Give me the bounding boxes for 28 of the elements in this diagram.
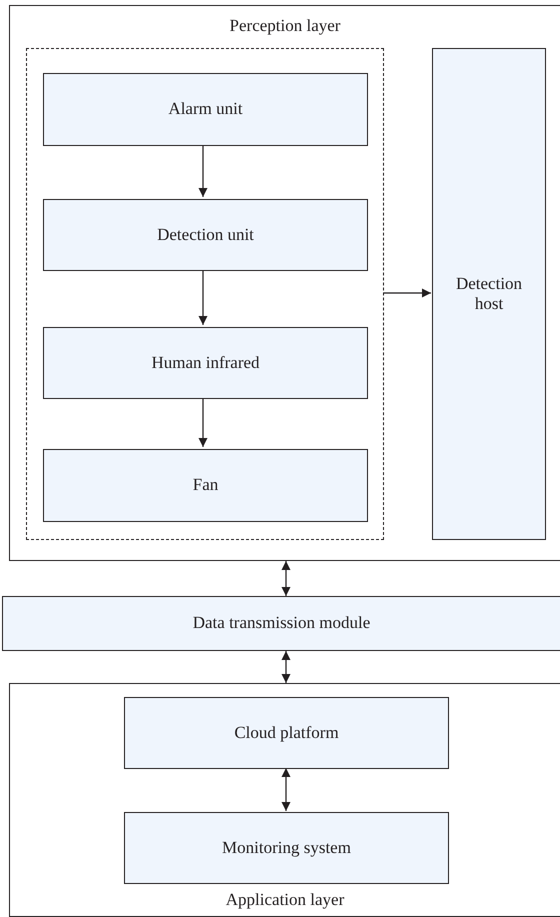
process-box	[124, 812, 449, 884]
process-box	[432, 48, 546, 540]
process-box	[43, 449, 368, 522]
box-label: Detection unit	[157, 224, 254, 246]
process-box	[2, 596, 560, 651]
box-label: Monitoring system	[222, 838, 351, 858]
layer-panel	[9, 5, 560, 561]
process-box	[43, 73, 368, 146]
box-label: Detection host	[454, 274, 524, 314]
box-label: Data transmission module	[192, 613, 370, 634]
arrow	[383, 288, 431, 298]
layer-title: Application layer	[226, 890, 344, 910]
box-label: Cloud platform	[234, 722, 339, 744]
box-label: Fan	[192, 475, 218, 496]
arrow	[282, 768, 290, 811]
box-label: Human infrared	[151, 352, 260, 374]
process-box	[43, 199, 368, 271]
arrow	[198, 397, 208, 447]
arrow	[198, 269, 208, 325]
process-box	[124, 697, 449, 769]
layer-panel	[9, 683, 560, 917]
process-box	[43, 327, 368, 399]
box-label: Alarm unit	[168, 99, 243, 120]
dashed-group-box	[26, 48, 384, 540]
arrow	[198, 144, 208, 197]
arrow	[282, 651, 290, 683]
layer-title: Perception layer	[230, 16, 340, 36]
arrow	[282, 561, 290, 596]
